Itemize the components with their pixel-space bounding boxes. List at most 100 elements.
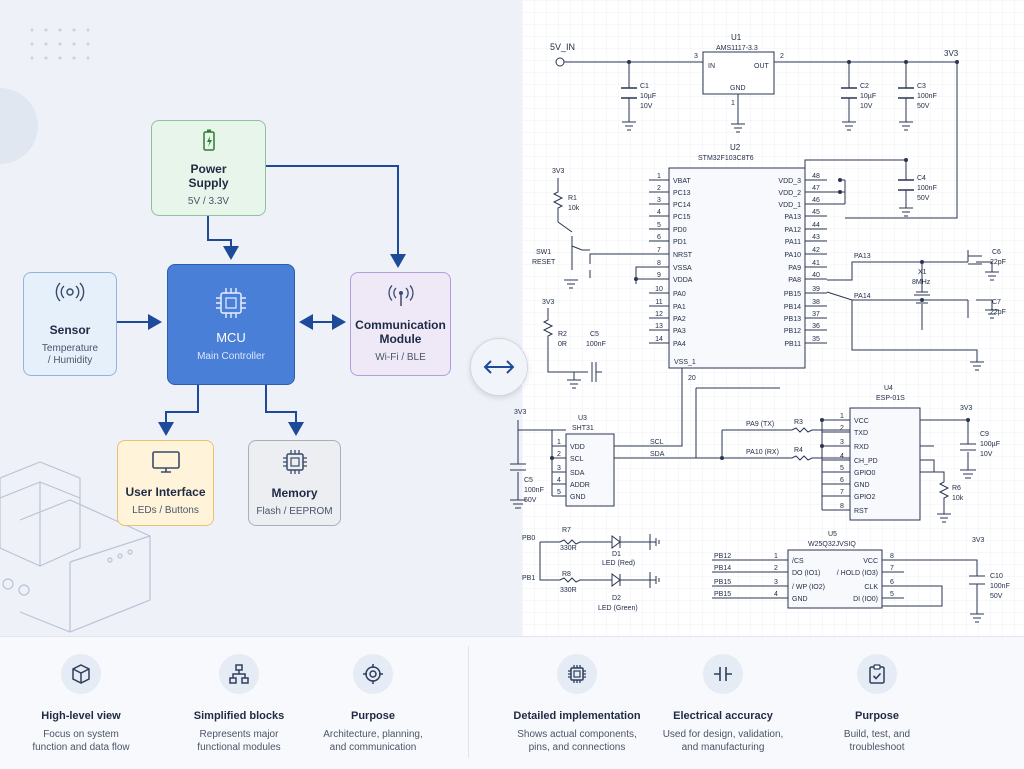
pa9-tx-net: PA9 (TX) (746, 421, 774, 428)
u2-pin-name: PA4 (673, 341, 686, 348)
swap-view-button[interactable] (470, 338, 528, 396)
u2-pin-name: PA13 (784, 214, 801, 221)
u2-vss: VSS_1 (674, 359, 696, 366)
c10-val: 100nF (990, 583, 1010, 590)
u2-pin-name: PA12 (784, 227, 801, 234)
u3-pin-name: ADDR (570, 482, 590, 489)
u2-pin-name: VDDA (673, 277, 693, 284)
u3-pin-name: VDD (570, 444, 585, 451)
battery-icon (201, 129, 217, 156)
c2-ref: C2 (860, 83, 869, 90)
u3-pin-name: GND (570, 494, 586, 501)
u1-in: IN (708, 63, 715, 70)
block-diagram-panel: Power Supply 5V / 3.3V Sensor Temperatur… (0, 0, 522, 636)
c7-ref: C7 (992, 299, 1001, 306)
c1-val: 10µF (640, 93, 656, 100)
u2-pin-name: NRST (673, 252, 693, 259)
u1-regulator-body (702, 51, 775, 95)
u2-pin-number: 1 (657, 173, 661, 180)
u2-pin-number: 37 (812, 311, 820, 318)
monitor-icon (151, 450, 181, 479)
u2-pin-name: VDD_2 (778, 190, 801, 197)
net-5v-in: 5V_IN (550, 42, 575, 52)
pa13-net: PA13 (854, 253, 871, 260)
c10-net: 3V3 (972, 537, 985, 544)
u4-part: ESP-01S (876, 395, 905, 402)
feature-card-desc: Focus on system function and data flow (32, 729, 130, 753)
sensor-title: Sensor (49, 322, 91, 337)
c4-volt: 50V (917, 195, 930, 202)
u2-pin-name: PA9 (788, 265, 801, 272)
u2-pin-number: 10 (655, 286, 663, 293)
u2-pin-number: 2 (657, 185, 661, 192)
u2-part: STM32F103C8T6 (698, 155, 754, 162)
u2-pin-name: PA3 (673, 328, 686, 335)
u3-pin-number: 2 (557, 451, 561, 458)
user-interface-block[interactable]: User Interface LEDs / Buttons (117, 440, 214, 526)
u2-pin-number: 12 (655, 311, 663, 318)
u1-pin1: 1 (731, 100, 735, 107)
c5b-volt: 50V (524, 497, 537, 504)
feature-card-title: Electrical accuracy (673, 710, 773, 722)
u5-net-label: PB14 (714, 565, 731, 572)
communication-module-title: Communication Module (355, 317, 446, 346)
scl-net: SCL (650, 439, 664, 446)
u2-pin-name: PD0 (673, 227, 687, 234)
junction-dots (550, 60, 970, 460)
communication-module-sub: Wi-Fi / BLE (375, 351, 426, 363)
c1-volt: 10V (640, 103, 653, 110)
r8-val: 330R (560, 587, 577, 594)
sw1-label: RESET (532, 259, 556, 266)
mcu-sub: Main Controller (197, 351, 265, 362)
u4-pin-number: 3 (840, 439, 844, 446)
hierarchy-icon (219, 654, 259, 694)
u4-pin-name: GND (854, 482, 870, 489)
x1-ref: X1 (918, 269, 927, 276)
u3-part: SHT31 (572, 425, 594, 432)
u2-pin-number: 39 (812, 286, 820, 293)
c4-val: 100nF (917, 185, 937, 192)
memory-title: Memory (271, 485, 318, 500)
sensor-block[interactable]: Sensor Temperature / Humidity (23, 272, 117, 376)
clipboard-check-icon (857, 654, 897, 694)
decor-circle (0, 88, 38, 164)
u2-pin-name: PA8 (788, 277, 801, 284)
c9-val: 100µF (980, 441, 1000, 448)
memory-block[interactable]: Memory Flash / EEPROM (248, 440, 341, 526)
u5-net-label: PB12 (714, 553, 731, 560)
power-supply-sub: 5V / 3.3V (187, 195, 230, 207)
user-interface-title: User Interface (125, 484, 206, 499)
u4-pin-number: 7 (840, 489, 844, 496)
u2-pin-name: PD1 (673, 239, 687, 246)
communication-module-block[interactable]: Communication Module Wi-Fi / BLE (350, 272, 451, 376)
c2-volt: 10V (860, 103, 873, 110)
feature-card-desc: Used for design, validation, and manufac… (662, 729, 784, 753)
mcu-title: MCU (216, 330, 246, 345)
u2-pin-number: 43 (812, 234, 820, 241)
u2-pin-name: VSSA (673, 265, 692, 272)
mcu-block[interactable]: MCU Main Controller (167, 264, 295, 385)
u4-pin-name: GPIO0 (854, 470, 876, 477)
u3-pin-name: SCL (570, 456, 584, 463)
u5-pin-number: 4 (774, 591, 778, 598)
sw1-ref: SW1 (536, 249, 551, 256)
r1-net: 3V3 (552, 168, 565, 175)
feature-card-title: Detailed implementation (513, 710, 641, 722)
u2-pin-number: 3 (657, 197, 661, 204)
r8-ref: R8 (562, 571, 571, 578)
r1-ref: R1 (568, 195, 577, 202)
u2-pin-name: PB11 (784, 341, 801, 348)
c2-val: 10µF (860, 93, 876, 100)
u4-ref: U4 (884, 385, 893, 392)
u5-pin-name: / WP (IO2) (792, 584, 825, 591)
u2-pin-number: 8 (657, 260, 661, 267)
u2-pin-number: 7 (657, 247, 661, 254)
u2-pin-name: PC14 (673, 202, 691, 209)
u2-pin-number: 9 (657, 272, 661, 279)
power-supply-block[interactable]: Power Supply 5V / 3.3V (151, 120, 266, 216)
u2-left-pins: 1VBAT2PC133PC144PC155PD06PD17NRST8VSSA9V… (655, 173, 693, 348)
feature-card-desc: Shows actual components, pins, and conne… (517, 729, 637, 753)
d1-ref: D1 (612, 551, 621, 558)
